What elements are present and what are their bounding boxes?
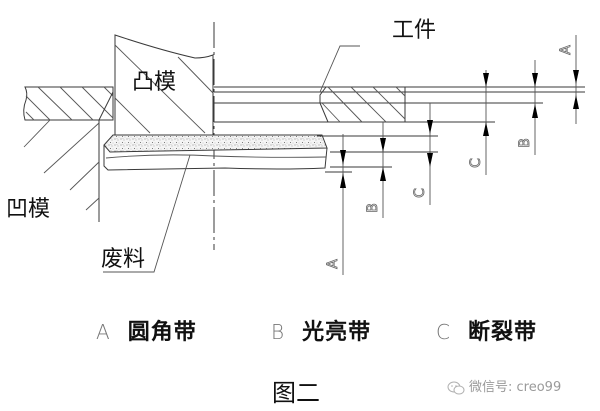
left-dimensions bbox=[317, 122, 438, 275]
die-label: 凹模 bbox=[6, 197, 50, 222]
legend-item-c: C 断裂带 bbox=[436, 314, 537, 346]
wechat-icon bbox=[447, 381, 465, 395]
die-plate bbox=[23, 86, 114, 222]
legend-key: C bbox=[436, 320, 450, 344]
legend-key: B bbox=[271, 320, 285, 344]
watermark-text: 微信号: creo99 bbox=[469, 380, 562, 395]
punch bbox=[114, 34, 214, 136]
legend-key: A bbox=[96, 320, 110, 344]
legend-name: 断裂带 bbox=[467, 319, 537, 345]
dim-label-right-c: C bbox=[468, 158, 484, 168]
dim-label-left-b: B bbox=[365, 203, 381, 213]
right-dimensions bbox=[427, 35, 579, 205]
scrap-slug bbox=[103, 134, 328, 171]
workpiece-label: 工件 bbox=[392, 18, 436, 43]
dim-label-left-c: C bbox=[412, 188, 428, 198]
scrap-label: 废料 bbox=[101, 247, 145, 272]
dim-label-right-a: A bbox=[558, 45, 574, 55]
legend-item-b: B 光亮带 bbox=[271, 314, 371, 346]
watermark: 微信号: creo99 bbox=[447, 376, 561, 395]
dim-label-left-a: A bbox=[325, 259, 341, 269]
workpiece-leader bbox=[319, 45, 360, 93]
figure-caption: 图二 bbox=[272, 379, 320, 407]
dim-label-right-b: B bbox=[517, 138, 533, 148]
legend-name: 圆角带 bbox=[127, 319, 197, 345]
workpiece bbox=[214, 86, 585, 123]
legend-name: 光亮带 bbox=[302, 319, 372, 345]
legend-item-a: A 圆角带 bbox=[96, 314, 197, 346]
scrap-leader bbox=[103, 154, 191, 273]
punch-label: 凸模 bbox=[132, 70, 176, 95]
